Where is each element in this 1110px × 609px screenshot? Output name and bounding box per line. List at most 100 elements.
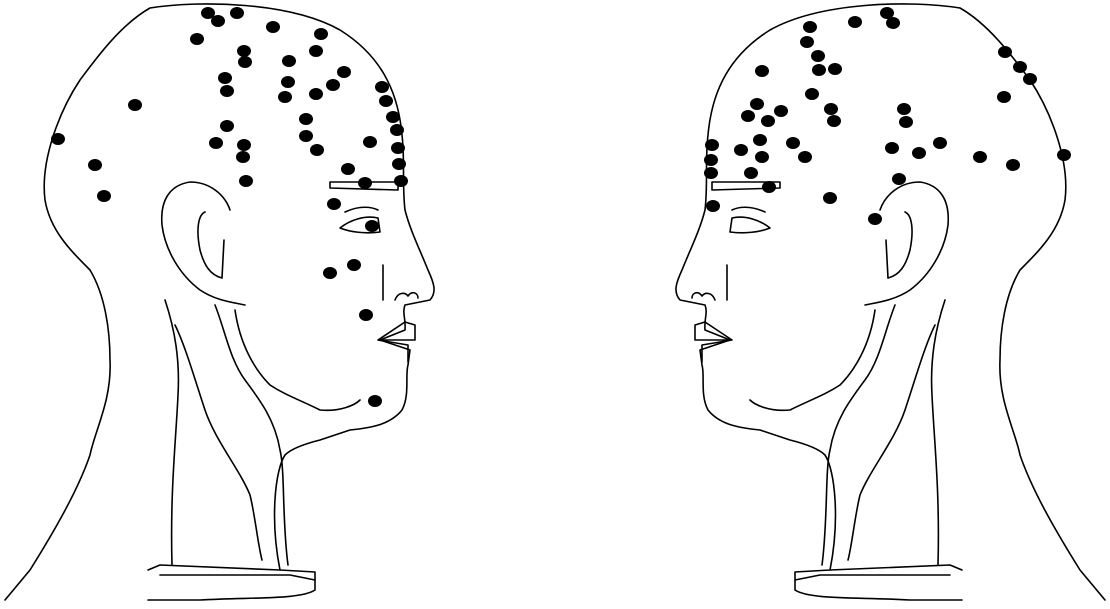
marker-dot-left-21: [386, 111, 400, 123]
marker-dot-right-10: [998, 46, 1012, 58]
marker-dot-right-13: [997, 91, 1011, 103]
marker-dot-left-6: [314, 28, 328, 40]
eyelid-left: [345, 207, 378, 212]
collar-left: [148, 565, 315, 580]
marker-dot-left-18: [379, 95, 393, 107]
marker-dot-left-34: [341, 163, 355, 175]
marker-dot-right-39: [892, 173, 906, 185]
marker-dot-left-29: [310, 144, 324, 156]
marker-dot-right-6: [811, 50, 825, 62]
marker-dot-left-3: [230, 7, 244, 19]
marker-dot-left-8: [238, 56, 252, 68]
marker-dot-right-16: [774, 105, 788, 117]
marker-dot-left-19: [278, 91, 292, 103]
marker-dot-left-13: [218, 72, 232, 84]
marker-dot-right-17: [824, 103, 838, 115]
marker-dot-right-12: [1023, 73, 1037, 85]
marker-dot-left-32: [236, 151, 250, 163]
marker-dot-right-19: [741, 110, 755, 122]
collar-right: [795, 565, 962, 580]
marker-dot-right-38: [762, 181, 776, 193]
head-outline-right: [676, 4, 1105, 600]
marker-dot-left-2: [211, 15, 225, 27]
marker-dot-right-26: [786, 137, 800, 149]
ear-inner-right: [886, 212, 912, 278]
marker-dot-left-5: [266, 21, 280, 33]
marker-dot-right-24: [734, 144, 748, 156]
marker-dot-right-30: [885, 142, 899, 154]
head-profile-right: [676, 4, 1105, 600]
marker-dot-left-42: [347, 259, 361, 271]
marker-dot-left-39: [97, 190, 111, 202]
marker-dot-left-45: [368, 395, 382, 407]
marker-dots-right: [704, 7, 1071, 225]
marker-dot-right-14: [805, 88, 819, 100]
marker-dot-right-23: [705, 139, 719, 151]
marker-dot-right-21: [827, 115, 841, 127]
marker-dot-right-33: [973, 151, 987, 163]
marker-dot-right-40: [823, 192, 837, 204]
nostril-right: [692, 293, 715, 300]
marker-dot-right-4: [886, 17, 900, 29]
marker-dot-left-38: [394, 175, 408, 187]
neck-line-right-1: [932, 300, 945, 565]
marker-dot-left-10: [309, 45, 323, 57]
marker-dot-right-8: [828, 63, 842, 75]
neck-line-left-1: [165, 300, 178, 565]
marker-dot-left-24: [220, 120, 234, 132]
eye-right: [730, 217, 770, 233]
neck-line-right-2: [822, 305, 895, 565]
marker-dot-left-23: [51, 133, 65, 145]
marker-dot-right-9: [755, 65, 769, 77]
marker-dot-left-33: [88, 159, 102, 171]
marker-dot-right-18: [897, 103, 911, 115]
head-outline-left: [5, 4, 434, 600]
nostril-left: [395, 293, 418, 300]
marker-dot-right-2: [848, 16, 862, 28]
marker-dot-left-12: [326, 79, 340, 91]
marker-dot-left-30: [363, 136, 377, 148]
ear-right: [865, 182, 948, 305]
ear-left: [162, 182, 245, 305]
marker-dot-right-31: [912, 147, 926, 159]
marker-dot-left-40: [327, 198, 341, 210]
marker-dot-right-42: [868, 213, 882, 225]
marker-dot-right-25: [753, 134, 767, 146]
marker-dot-right-29: [798, 151, 812, 163]
eyelid-right: [732, 207, 765, 212]
marker-dot-left-16: [309, 88, 323, 100]
marker-dot-right-41: [706, 200, 720, 212]
marker-dot-right-20: [761, 115, 775, 127]
marker-dot-left-15: [281, 76, 295, 88]
marker-dot-right-15: [750, 98, 764, 110]
neck-line-left-3: [235, 310, 360, 410]
marker-dot-left-20: [299, 113, 313, 125]
marker-dot-left-9: [282, 55, 296, 67]
marker-dot-left-7: [237, 45, 251, 57]
marker-dot-left-11: [337, 66, 351, 78]
neck-line-right-3: [750, 310, 875, 410]
marker-dot-left-41: [365, 220, 379, 232]
marker-dot-right-36: [704, 167, 718, 179]
marker-dot-right-5: [800, 36, 814, 48]
marker-dot-left-31: [391, 142, 405, 154]
marker-dot-left-37: [358, 177, 372, 189]
head-profile-left: [5, 4, 434, 600]
ear-inner-left: [198, 212, 224, 278]
marker-dot-left-22: [128, 99, 142, 111]
marker-dot-left-25: [299, 130, 313, 142]
marker-dot-left-14: [220, 85, 234, 97]
neck-line-left-4: [175, 325, 262, 560]
marker-dot-left-43: [323, 267, 337, 279]
marker-dot-left-28: [237, 139, 251, 151]
marker-dot-left-27: [209, 137, 223, 149]
marker-dot-left-35: [392, 158, 406, 170]
marker-dot-right-1: [803, 21, 817, 33]
marker-dot-left-36: [239, 175, 253, 187]
marker-dot-left-26: [390, 124, 404, 136]
marker-dot-right-7: [812, 64, 826, 76]
marker-dot-right-11: [1013, 61, 1027, 73]
marker-dot-right-22: [899, 116, 913, 128]
neck-line-right-4: [848, 325, 935, 560]
